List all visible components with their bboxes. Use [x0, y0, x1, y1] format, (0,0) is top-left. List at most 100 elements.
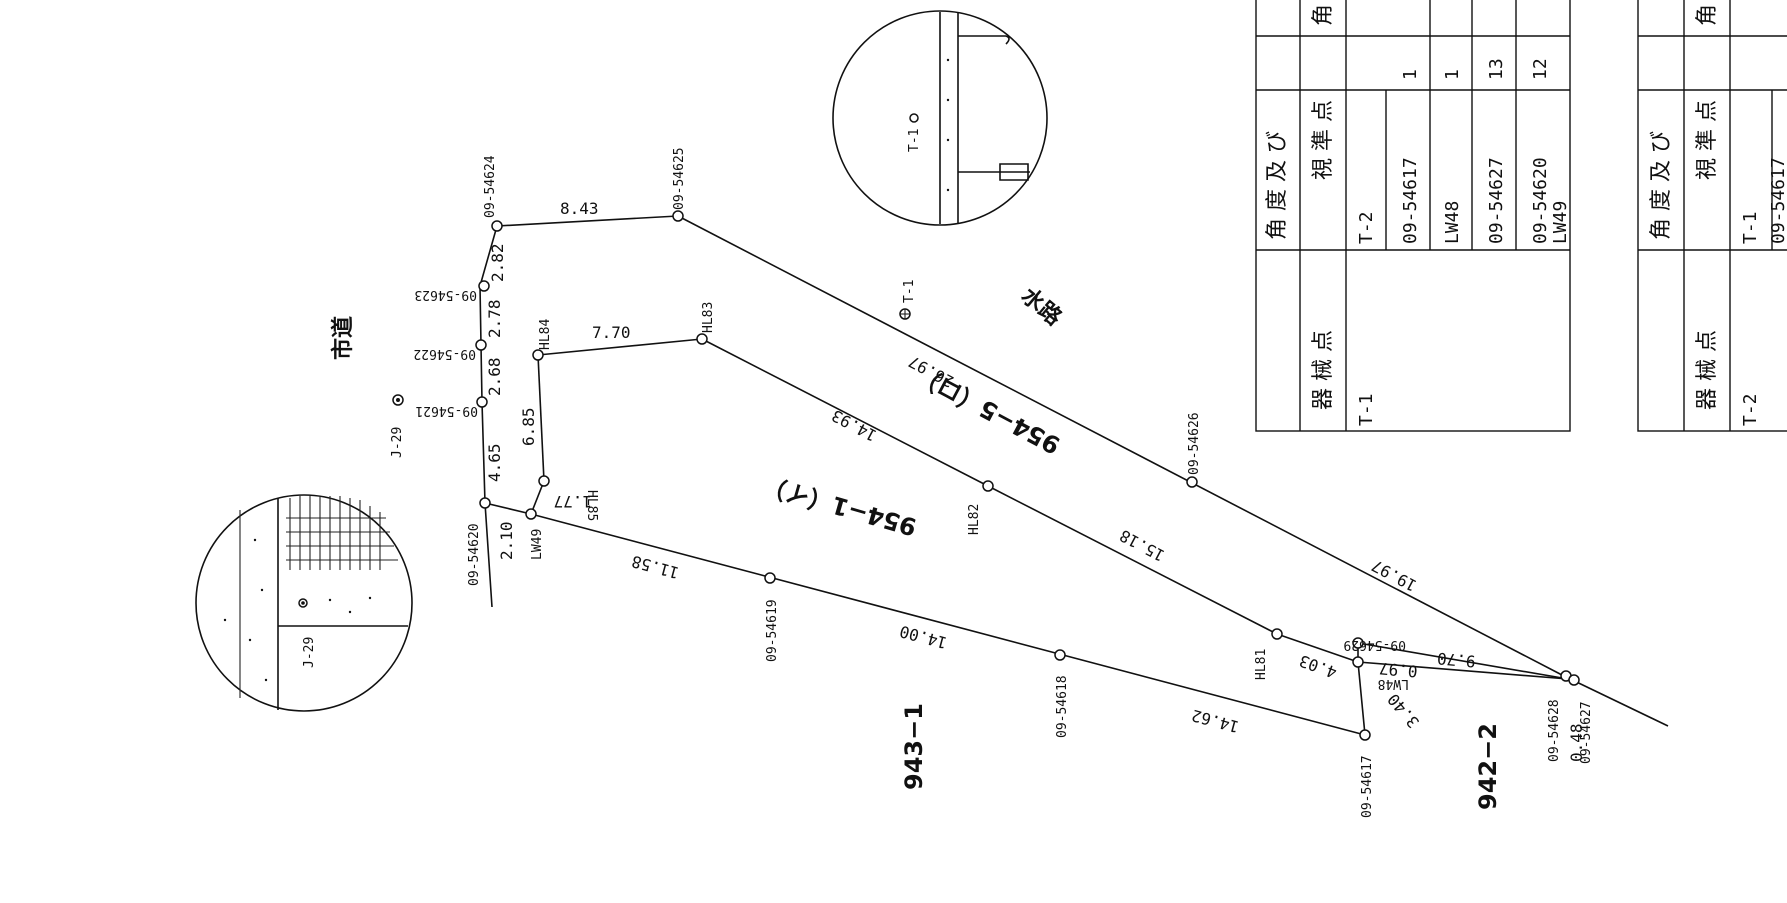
label-t1: T-1: [902, 280, 917, 303]
inset-j29-hatching: [286, 496, 398, 570]
dist-403: 4.03: [1297, 651, 1340, 682]
inset-j29: J-29: [195, 494, 413, 712]
label-54622: 09-54622: [413, 346, 476, 361]
point-hl84: [532, 349, 544, 361]
dist-1462: 14.62: [1190, 706, 1241, 737]
inset-t1-point: [909, 113, 919, 123]
inset-t1-post-end-b: [999, 163, 1029, 181]
point-54624: [491, 220, 503, 232]
table1-row-2: 09-54617: [1400, 157, 1421, 244]
table1-col-sight: 視 準 点: [1311, 100, 1336, 180]
dist-048: 0.48: [1567, 723, 1586, 762]
label-hl85: HL85: [584, 490, 599, 521]
point-hl81: [1271, 628, 1283, 640]
line-54625-54628: [677, 215, 1563, 676]
label-54628: 09-54628: [1547, 699, 1562, 762]
point-hl83: [696, 333, 708, 345]
point-54617: [1359, 729, 1371, 741]
dist-282: 2.82: [488, 243, 507, 282]
table1-angle-5: 13: [1486, 58, 1507, 80]
angle-table-2: 角 度 及 び 角 視 準 点 器 械 点 T-2 T-1 09-54617: [1637, 0, 1787, 432]
line-lw48-54628: [1357, 661, 1569, 680]
inset-t1-post-end: [1005, 35, 1010, 45]
table2-inst-value: T-2: [1740, 393, 1761, 426]
label-54620: 09-54620: [467, 523, 482, 586]
table1-row-1: T-2: [1356, 211, 1377, 244]
j29-marker-dot: [396, 398, 400, 402]
table1-angle-6: 12: [1530, 58, 1551, 80]
lot-954-1-label: 954−1（イ）: [759, 470, 919, 541]
table1-row-4: 09-54627: [1486, 157, 1507, 244]
inset-t1-label: T-1: [907, 129, 922, 152]
table1-col-inst: 器 械 点: [1311, 330, 1336, 410]
point-54622: [475, 339, 487, 351]
label-hl83: HL83: [701, 302, 716, 333]
road-label: 市道: [330, 316, 356, 360]
line-hl81-lw48: [1276, 633, 1359, 663]
point-54620: [479, 497, 491, 509]
label-54629: 09-54629: [1343, 637, 1406, 652]
dist-210: 2.10: [497, 521, 516, 560]
table2-row-1: T-1: [1740, 211, 1761, 244]
label-j29: J-29: [390, 427, 405, 458]
survey-points: [392, 210, 1580, 741]
label-54624: 09-54624: [483, 155, 498, 218]
point-hl82: [982, 480, 994, 492]
point-labels: 09-54624 09-54625 09-54623 09-54622 09-5…: [390, 147, 1594, 818]
label-54623: 09-54623: [414, 287, 477, 302]
inset-j29-dots: [223, 538, 372, 682]
dist-1400: 14.00: [898, 622, 949, 653]
table1-frame: [1255, 0, 1571, 432]
point-54623: [478, 280, 490, 292]
angle-table-1: 角 度 及 び 角 視 準 点 器 械 点 T-1 T-2 09-54617 L…: [1255, 0, 1571, 432]
inset-t1-circle: [832, 10, 1048, 226]
point-54626: [1186, 476, 1198, 488]
dist-268: 2.68: [485, 357, 504, 396]
table1-inst-value: T-1: [1356, 393, 1377, 426]
dist-177: 1.77: [553, 492, 592, 511]
label-54618: 09-54618: [1055, 675, 1070, 738]
dist-1518: 15.18: [1116, 526, 1167, 565]
inset-j29-circle: [195, 494, 413, 712]
line-hl84-hl83: [537, 338, 703, 356]
point-lw48: [1352, 656, 1364, 668]
table1-col-angle: 角: [1311, 4, 1336, 26]
table2-col-angle: 角: [1695, 4, 1720, 26]
table1-row-3: LW48: [1442, 201, 1463, 244]
table1-title: 角 度 及 び: [1265, 131, 1290, 240]
line-hl82-hl81: [987, 485, 1278, 635]
inset-j29-label: J-29: [302, 637, 317, 668]
dist-097: 0.97: [1378, 659, 1418, 681]
line-hl83-hl82: [701, 338, 989, 487]
dist-465: 4.65: [485, 443, 504, 482]
line-54628-ext: [1561, 674, 1669, 727]
lot-954-5-label: 954−5（ロ）: [911, 360, 1064, 459]
line-54624-54625: [496, 215, 679, 227]
point-54625: [672, 210, 684, 222]
label-lw49: LW49: [530, 529, 545, 560]
road-boundary: [479, 225, 498, 608]
label-54627: 09-54627: [1579, 701, 1594, 764]
dist-970: 9.70: [1436, 649, 1476, 671]
label-hl82: HL82: [967, 504, 982, 535]
table2-frame: [1637, 0, 1787, 432]
inset-t1: T-1: [832, 10, 1048, 226]
point-54621: [476, 396, 488, 408]
inset-t1-dots: [946, 58, 950, 192]
dist-278: 2.78: [485, 299, 504, 338]
label-54626: 09-54626: [1187, 412, 1202, 475]
line-54617-lw48: [1357, 661, 1366, 736]
point-54618: [1054, 649, 1066, 661]
point-54627: [1568, 674, 1580, 686]
label-54617: 09-54617: [1360, 755, 1375, 818]
lot-943-1-label: 943−1: [900, 703, 928, 790]
label-hl84: HL84: [538, 319, 553, 350]
table1-angle-3: 1: [1442, 69, 1463, 80]
dist-843: 8.43: [560, 199, 599, 218]
table2-col-sight: 視 準 点: [1695, 100, 1720, 180]
distance-labels: 8.43 2.82 2.78 2.68 4.65 2.10 7.70 6.85 …: [485, 199, 1586, 762]
line-54620-lw49: [484, 502, 532, 515]
table2-title: 角 度 及 び: [1649, 131, 1674, 240]
label-lw48: LW48: [1378, 676, 1409, 691]
table1-row-5: 09-54620: [1530, 157, 1551, 244]
